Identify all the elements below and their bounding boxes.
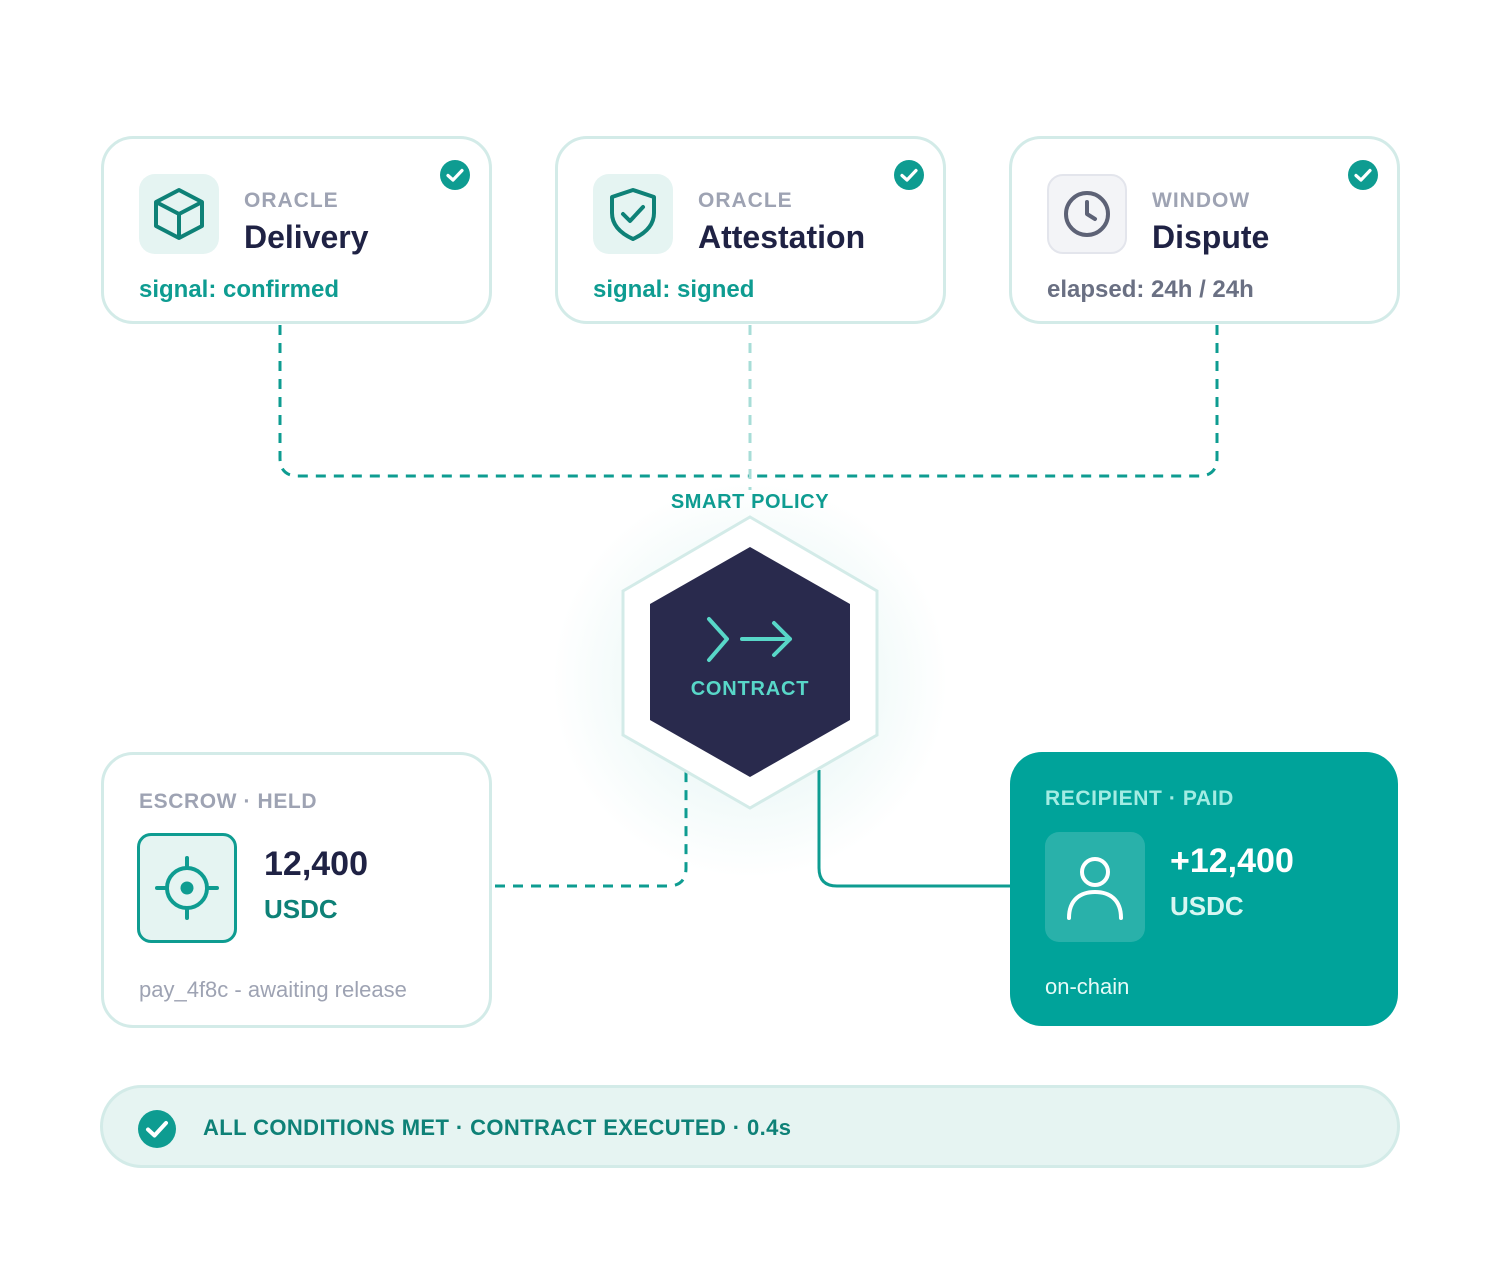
check-circle-icon [1348, 160, 1378, 190]
execution-status-bar: ALL CONDITIONS MET · CONTRACT EXECUTED ·… [100, 1085, 1400, 1168]
escrow-currency: USDC [264, 894, 338, 924]
window-kicker: WINDOW [1152, 189, 1251, 212]
oracle-card-attestation[interactable]: ORACLE Attestation signal: signed [555, 136, 946, 324]
target-icon [137, 833, 237, 943]
prompt-arrow-icon [707, 617, 792, 662]
escrow-footnote: pay_4f8c - awaiting release [139, 977, 407, 1002]
recipient-amount: +12,400 [1170, 842, 1294, 880]
oracle-kicker: ORACLE [244, 189, 339, 212]
window-name: Dispute [1152, 219, 1270, 255]
recipient-currency: USDC [1170, 891, 1244, 921]
window-elapsed: elapsed: 24h / 24h [1047, 276, 1254, 303]
escrow-amount: 12,400 [264, 845, 368, 883]
oracle-name: Attestation [698, 219, 866, 255]
clock-icon [1047, 174, 1127, 254]
contract-label: CONTRACT [690, 678, 810, 700]
oracle-name: Delivery [244, 219, 369, 255]
oracle-signal: signal: signed [593, 276, 755, 303]
oracle-signal: signal: confirmed [139, 276, 340, 303]
smart-policy-label: SMART POLICY [670, 491, 830, 513]
check-circle-icon [894, 160, 924, 190]
contract-hexagon[interactable] [620, 515, 880, 810]
window-card-dispute[interactable]: WINDOW Dispute elapsed: 24h / 24h [1009, 136, 1400, 324]
connector-dispute [750, 325, 1219, 478]
recipient-card[interactable]: RECIPIENT · PAID +12,400 USDC on-chain [1010, 752, 1398, 1026]
shield-check-icon [593, 174, 673, 254]
escrow-card[interactable]: ESCROW · HELD 12,400 USDC pay_4f8c - awa… [101, 752, 492, 1028]
recipient-kicker: RECIPIENT · PAID [1045, 787, 1234, 810]
oracle-card-delivery[interactable]: ORACLE Delivery signal: confirmed [101, 136, 492, 324]
status-text: ALL CONDITIONS MET · CONTRACT EXECUTED ·… [203, 1115, 792, 1140]
oracle-kicker: ORACLE [698, 189, 793, 212]
escrow-kicker: ESCROW · HELD [139, 790, 318, 813]
user-icon [1045, 832, 1145, 942]
check-circle-icon [440, 160, 470, 190]
connector-recipient [817, 770, 1012, 888]
recipient-footnote: on-chain [1045, 974, 1130, 999]
connector-escrow [495, 770, 688, 888]
connector-delivery [278, 325, 750, 478]
box-icon [139, 174, 219, 254]
check-circle-icon [138, 1110, 176, 1148]
